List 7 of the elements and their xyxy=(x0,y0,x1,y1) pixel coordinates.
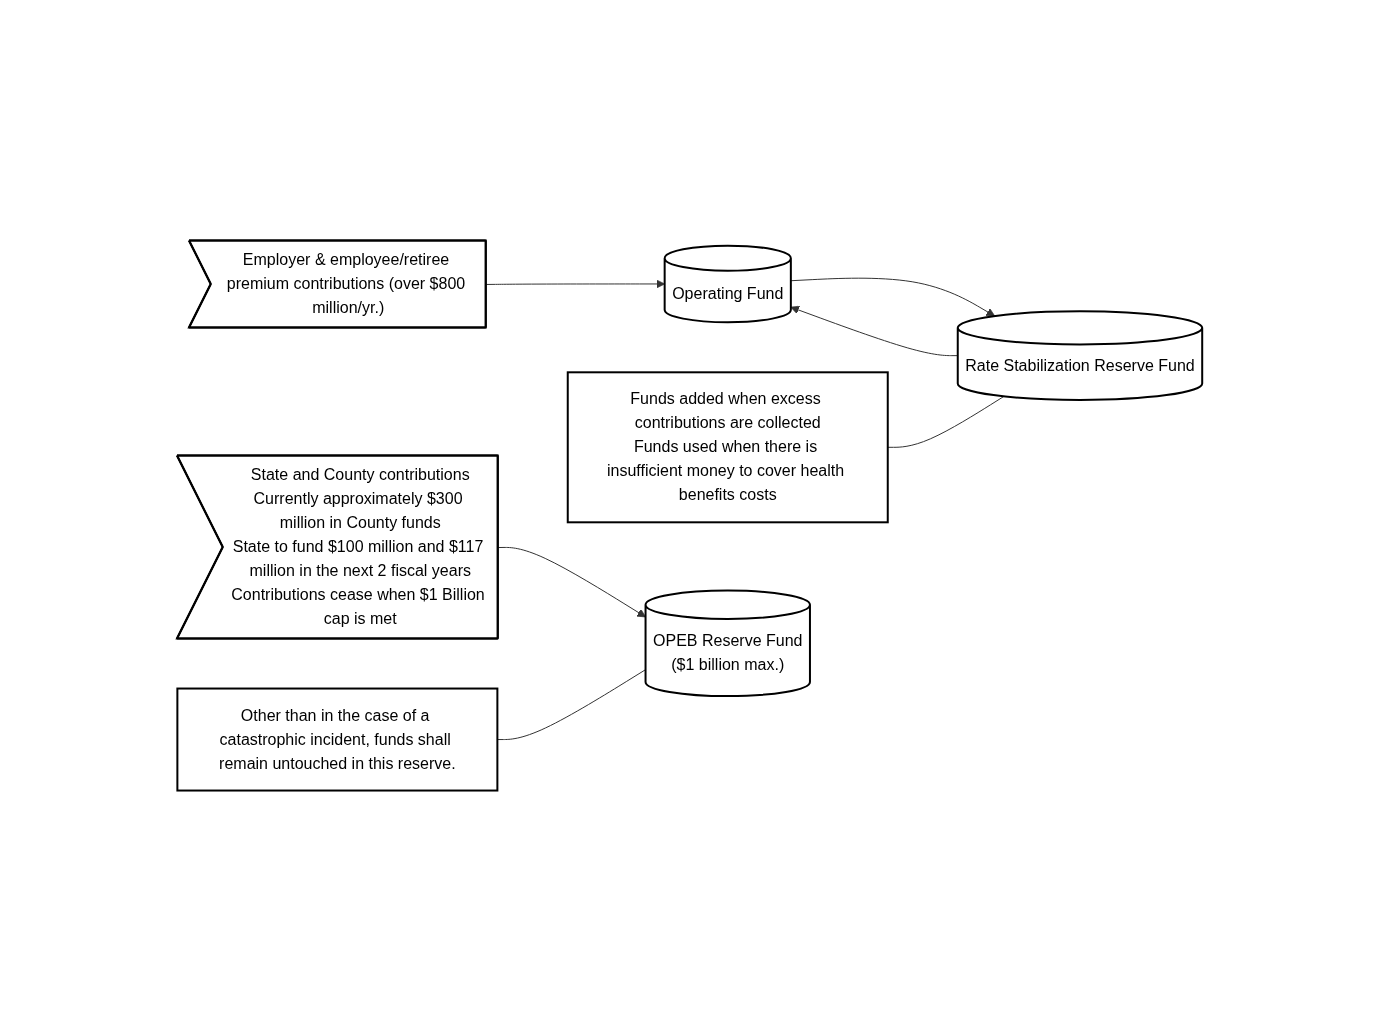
connector xyxy=(497,669,647,741)
arrow xyxy=(790,305,959,357)
arrow xyxy=(790,277,996,317)
arrow xyxy=(498,546,647,618)
node-box: Funds added when excess contributions are collected Funds used when there is insufficient money to cover health benefits costs xyxy=(567,371,890,524)
arrow xyxy=(486,279,666,289)
node-box: Other than in the case of a catastrophic incident, funds shall remain untouched in this reserve. xyxy=(176,687,499,792)
